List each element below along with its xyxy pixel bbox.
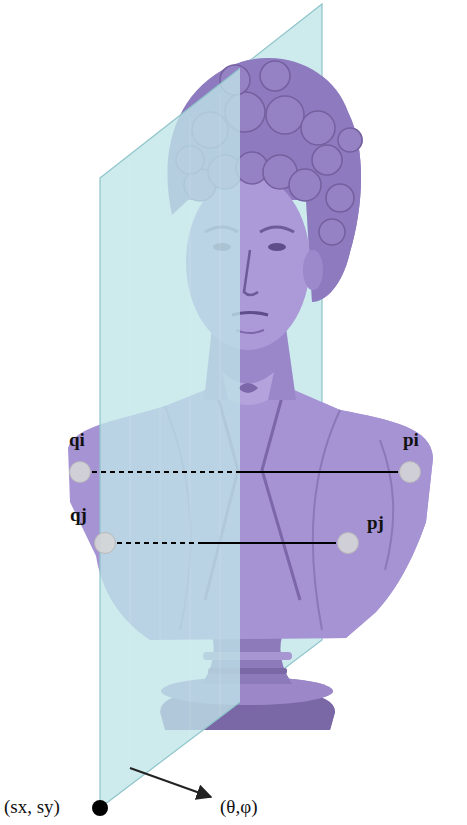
point-label: pi <box>403 429 419 451</box>
point-marker: pj <box>337 532 359 554</box>
point-marker: qj <box>94 532 116 554</box>
correspondence-line <box>117 542 336 544</box>
origin-dot <box>92 800 108 816</box>
plane-grid <box>130 94 220 785</box>
coordinate-label: (θ,φ) <box>220 796 257 818</box>
point-marker: qi <box>69 461 91 483</box>
point-label: pj <box>367 512 384 534</box>
direction-arrow <box>130 768 211 797</box>
point-label: qj <box>70 504 87 526</box>
bust-front <box>240 58 433 730</box>
point-marker: pi <box>399 461 421 483</box>
coordinate-label: (sx, sy) <box>4 796 60 818</box>
correspondence-line <box>92 471 398 473</box>
point-label: qi <box>69 429 85 451</box>
